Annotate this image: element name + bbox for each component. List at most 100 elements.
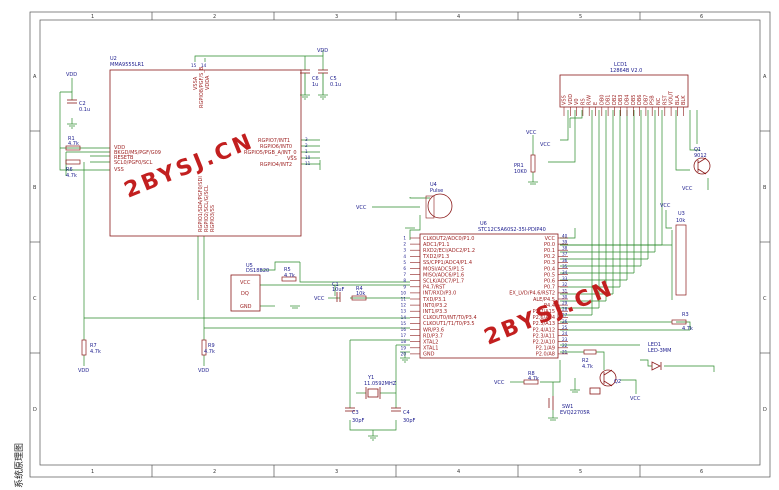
u6-pin-label: XTAL1 <box>423 346 438 352</box>
vcc-label: VCC <box>494 380 505 386</box>
u6-pin-number: 31 <box>562 288 568 293</box>
u6-pin-number: 27 <box>562 313 568 318</box>
u4-ref: U4 <box>430 182 437 188</box>
row-label: B <box>763 185 767 191</box>
u6-pin-number: 6 <box>403 266 406 271</box>
pr1-value: 10K0 <box>514 169 527 175</box>
led1-part: LED-3MM <box>648 348 671 354</box>
col-label: 4 <box>457 14 460 20</box>
sw1-ref: SW1 <box>562 404 573 410</box>
u6-pin-label: P0.4 <box>544 266 555 272</box>
c1-value: 10uF <box>332 287 345 293</box>
r3-ref: R3 <box>682 312 689 318</box>
transistor-q2 <box>599 369 617 387</box>
u4-part: Pulse <box>430 188 443 194</box>
u6-pin-number: 1 <box>403 236 406 241</box>
r2-ref: R2 <box>582 358 589 364</box>
u6-pin-label: VCC <box>545 236 556 242</box>
u6-pin-label: CLKOUT1/T1/T0/P3.5 <box>423 321 475 327</box>
u6-pin-number: 10 <box>401 290 407 295</box>
u6-pin-number: 28 <box>562 307 568 312</box>
u2-pin-label: RGPIO6/INT0 <box>260 144 292 150</box>
lcd1-pin-label: VOUT <box>669 90 675 105</box>
u6-pin-label: XTAL2 <box>423 340 438 346</box>
row-label: A <box>763 74 767 80</box>
u6-pin-number: 8 <box>403 278 406 283</box>
u2-pin-number: 3 <box>305 137 308 142</box>
col-label: 2 <box>213 14 216 20</box>
u6-pin-number: 36 <box>562 258 568 263</box>
u6-pin-number: 23 <box>562 337 568 342</box>
u2-accelerometer: U2 MMA9555LR1 VDD BKGD/MS/PGF/G09 RESETB… <box>109 56 311 237</box>
transistor-q1 <box>693 157 711 175</box>
drawing-frame <box>29 11 771 478</box>
u2-pin-label: VSSA <box>193 76 199 90</box>
watermark: 2BYSJ.CN <box>121 129 258 204</box>
r9-value: 4.7k <box>204 349 215 355</box>
vcc-label: VCC <box>356 205 367 211</box>
vdd-label: VDD <box>317 48 328 54</box>
r1-ref: R1 <box>68 136 75 142</box>
u6-pin-label: INT/RXD/P3.0 <box>423 291 456 297</box>
u6-pin-number: 12 <box>401 303 407 308</box>
row-label: A <box>33 74 37 80</box>
vcc-label: VCC <box>526 130 537 136</box>
c6-ref: C6 <box>312 76 319 82</box>
led1-ref: LED1 <box>648 342 661 348</box>
u6-pin-label: P2.1/A9 <box>536 346 555 352</box>
capacitor-c3 <box>345 407 355 412</box>
u5-pin-label: DQ <box>241 291 249 297</box>
lcd1-pin-label: DB6 <box>637 95 643 105</box>
u6-pin-label: P0.3 <box>544 260 555 266</box>
capacitor-c1 <box>336 292 341 302</box>
buzzer-icon <box>589 387 601 395</box>
u6-pin-number: 38 <box>562 246 568 251</box>
resistor-r3 <box>671 319 687 325</box>
c2-ref: C2 <box>79 101 86 107</box>
u6-pin-label: TXD2/P1.3 <box>422 254 449 260</box>
u6-pin-number: 35 <box>562 264 568 269</box>
r6-value: 4.7k <box>66 173 77 179</box>
lcd1-pin-label: RS <box>580 98 586 105</box>
u6-pin-label: INT0/P3.2 <box>423 303 447 309</box>
c3-ref: C3 <box>352 410 359 416</box>
u6-pin-label: MISO/ADC6/P1.6 <box>423 272 464 278</box>
sw1-part: EVQ22705R <box>560 410 590 416</box>
c3-value: 30pF <box>352 418 365 424</box>
u6-pin-number: 15 <box>401 321 407 326</box>
capacitor-c5 <box>318 69 328 95</box>
u6-pin-number: 9 <box>403 284 406 289</box>
q1-ref: Q1 <box>694 147 701 153</box>
u6-pin-label: MOSI/ADC5/P1.5 <box>423 266 464 272</box>
resistor-r6 <box>65 159 81 165</box>
lcd1-pin-label: R/W <box>587 95 593 105</box>
side-title: 系统原理图 <box>13 443 25 488</box>
vcc-label: VCC <box>660 203 671 209</box>
row-label: C <box>33 296 37 302</box>
u6-pin-number: 22 <box>562 343 568 348</box>
row-label: B <box>33 185 37 191</box>
u2-pin-label: RESETB <box>114 155 134 161</box>
u2-pin-label: SCL0/PGF0/SCL <box>114 160 153 166</box>
col-label: 3 <box>335 14 338 20</box>
col-label: 6 <box>700 469 703 475</box>
u6-pin-label: INT1/P3.3 <box>423 309 447 315</box>
u6-pin-label: ADC1/P1.1 <box>423 242 450 248</box>
col-label: 6 <box>700 14 703 20</box>
c5-value: 0.1u <box>330 82 341 88</box>
u5-part: DS18B20 <box>246 268 269 274</box>
y1-ref: Y1 <box>367 375 374 381</box>
led1-indicator <box>651 361 662 371</box>
resistor-r1 <box>65 145 81 151</box>
u6-pin-number: 14 <box>401 315 407 320</box>
lcd1-pin-label: DB0 <box>599 95 605 105</box>
u6-pin-number: 20 <box>401 351 407 356</box>
u3-part: 10k <box>676 218 685 224</box>
u2-pin-label: VSS <box>114 167 124 173</box>
r8-ref: R8 <box>528 371 535 377</box>
lcd1-ref: LCD1 <box>614 62 627 68</box>
u6-pin-number: 37 <box>562 252 568 257</box>
resistor-r2 <box>583 349 597 355</box>
u6-pin-label: P2.3/A11 <box>533 333 555 339</box>
